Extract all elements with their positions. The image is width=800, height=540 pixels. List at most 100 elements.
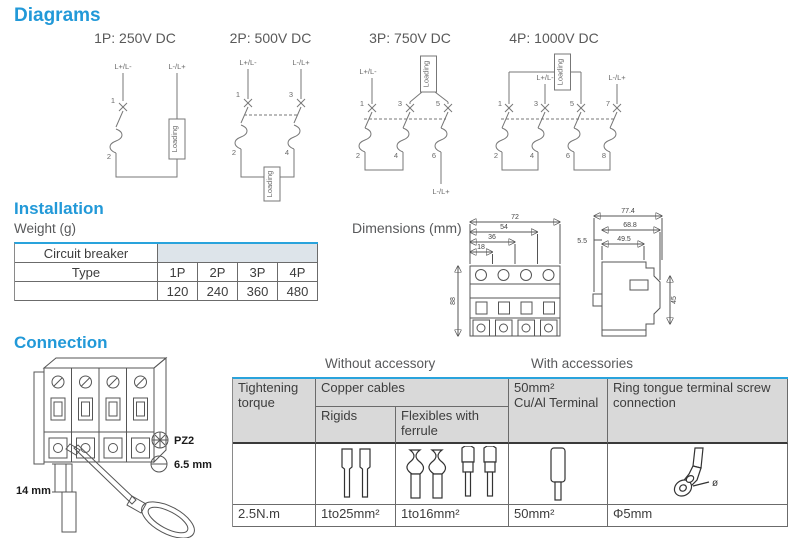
circuit-diagram-3p: L+/L- Loading 1 3 5 2 4 6 L-/L+ bbox=[356, 55, 453, 196]
cu-al-line2: Cu/Al Terminal bbox=[514, 394, 599, 410]
diagram-title-4p: 4P: 1000V DC bbox=[509, 30, 599, 46]
pole-number: 5 bbox=[436, 99, 440, 108]
pole-number: 4 bbox=[285, 148, 289, 157]
ring-tongue-cell: ø bbox=[608, 444, 788, 505]
dim-68-8: 68.8 bbox=[623, 222, 637, 229]
strip-length-label: 14 mm bbox=[16, 485, 51, 497]
pole-number: 4 bbox=[394, 151, 398, 160]
pole-number: 1 bbox=[498, 99, 502, 108]
pole-number: 2 bbox=[232, 148, 236, 157]
diagram-title-3p: 3P: 750V DC bbox=[369, 30, 451, 46]
dim-54: 54 bbox=[500, 224, 508, 231]
flexibles-header: Flexibles with ferrule bbox=[396, 407, 509, 444]
cu-al-value: 50mm² bbox=[509, 505, 608, 527]
cu-al-line1: 50mm² bbox=[514, 380, 555, 395]
pole-number: 7 bbox=[606, 99, 610, 108]
dimensions-drawing: 72 54 36 18 88 49.5 68.8 77.4 5.5 bbox=[450, 208, 678, 348]
cu-al-terminal-header: 50mm² Cu/Al Terminal bbox=[509, 379, 608, 444]
terminal-label: L+/L- bbox=[359, 67, 377, 76]
dim-77-4: 77.4 bbox=[621, 208, 635, 215]
weight-cell: 120 bbox=[158, 282, 198, 301]
rigids-header: Rigids bbox=[316, 407, 396, 444]
pole-number: 2 bbox=[107, 152, 111, 161]
weight-cell: 480 bbox=[278, 282, 318, 301]
dimensions-label: Dimensions (mm) bbox=[352, 220, 462, 236]
weight-table-header: Circuit breaker bbox=[15, 244, 158, 263]
with-accessories-label: With accessories bbox=[531, 356, 634, 371]
pole-number: 1 bbox=[111, 96, 115, 105]
terminal-label: L+/L- bbox=[239, 58, 257, 67]
pole-number: 3 bbox=[534, 99, 538, 108]
flexible-cables-cell bbox=[396, 444, 509, 505]
terminal-label: L+/L- bbox=[536, 73, 554, 82]
copper-cables-header: Copper cables bbox=[316, 379, 509, 407]
connection-heading: Connection bbox=[14, 333, 108, 352]
loading-label: Loading bbox=[170, 126, 179, 153]
pole-number: 3 bbox=[289, 90, 293, 99]
ring-tongue-header: Ring tongue terminal screw connection bbox=[608, 379, 788, 444]
terminal-label: L+/L- bbox=[114, 62, 132, 71]
circuit-diagram-1p: L+/L- L-/L+ 1 2 Loading bbox=[107, 62, 186, 178]
torque-value: 2.5N.m bbox=[233, 505, 316, 527]
screwdriver-illustration bbox=[65, 443, 195, 538]
cu-al-terminal-cell bbox=[509, 444, 608, 505]
circuit-diagram-4p: Loading L+/L- L-/L+ 1 3 5 7 2 4 6 8 bbox=[494, 53, 626, 171]
breaker-illustration bbox=[33, 356, 168, 465]
weight-label: Weight (g) bbox=[14, 221, 77, 236]
dim-49-5: 49.5 bbox=[617, 236, 631, 243]
empty-cell bbox=[233, 444, 316, 505]
dim-36: 36 bbox=[488, 234, 496, 241]
without-accessory-label: Without accessory bbox=[325, 356, 436, 371]
dim-5-5: 5.5 bbox=[577, 238, 587, 245]
type-cell: 3P bbox=[238, 263, 278, 282]
dim-72: 72 bbox=[511, 214, 519, 221]
empty-cell bbox=[15, 282, 158, 301]
rigid-cables-cell bbox=[316, 444, 396, 505]
loading-label: Loading bbox=[422, 61, 431, 88]
type-cell: 1P bbox=[158, 263, 198, 282]
pole-number: 8 bbox=[602, 151, 606, 160]
pozidriv-icon bbox=[151, 431, 169, 449]
weight-table: Circuit breaker Type 1P 2P 3P 4P 120 240… bbox=[14, 242, 318, 301]
breaker-front-view bbox=[469, 265, 561, 337]
flexible-cable-icon bbox=[406, 446, 497, 499]
flathead-icon bbox=[150, 455, 168, 473]
terminal-label: L-/L+ bbox=[608, 73, 626, 82]
diagrams-heading: Diagrams bbox=[14, 5, 101, 26]
terminal-label: L-/L+ bbox=[292, 58, 310, 67]
circuit-diagram-2p: L+/L- L-/L+ 1 3 2 4 Loading bbox=[232, 58, 310, 202]
diameter-symbol: ø bbox=[712, 478, 718, 489]
terminal-label: L-/L+ bbox=[168, 62, 186, 71]
pole-number: 6 bbox=[566, 151, 570, 160]
weight-cell: 360 bbox=[238, 282, 278, 301]
pole-number: 3 bbox=[398, 99, 402, 108]
weight-table-header-fill bbox=[158, 244, 318, 263]
pole-number: 1 bbox=[360, 99, 364, 108]
terminal-label: L-/L+ bbox=[432, 187, 450, 196]
breaker-connection-illustration: 14 mm PZ2 6.5 mm bbox=[16, 356, 212, 538]
installation-heading: Installation bbox=[14, 199, 104, 218]
loading-label: Loading bbox=[556, 59, 565, 86]
diagram-title-2p: 2P: 500V DC bbox=[229, 30, 312, 46]
dim-18: 18 bbox=[477, 244, 485, 251]
type-cell: 2P bbox=[198, 263, 238, 282]
flexibles-value: 1to16mm² bbox=[396, 505, 509, 527]
pole-number: 4 bbox=[530, 151, 534, 160]
weight-cell: 240 bbox=[198, 282, 238, 301]
ring-value: Φ5mm bbox=[608, 505, 788, 527]
diagram-title-1p: 1P: 250V DC bbox=[94, 30, 176, 46]
pole-number: 1 bbox=[236, 90, 240, 99]
pole-number: 6 bbox=[432, 151, 436, 160]
ring-tongue-terminal-icon: ø bbox=[673, 447, 718, 497]
type-row-label: Type bbox=[15, 263, 158, 282]
loading-label: Loading bbox=[265, 171, 274, 198]
connection-table: Tightening torque Copper cables Rigids F… bbox=[232, 377, 788, 527]
cu-al-terminal-icon bbox=[550, 447, 566, 501]
tightening-torque-header: Tightening torque bbox=[233, 379, 316, 444]
pole-number: 2 bbox=[494, 151, 498, 160]
rigid-cable-icon bbox=[340, 448, 371, 498]
pole-number: 2 bbox=[356, 151, 360, 160]
pole-number: 5 bbox=[570, 99, 574, 108]
dim-88: 88 bbox=[450, 297, 457, 305]
